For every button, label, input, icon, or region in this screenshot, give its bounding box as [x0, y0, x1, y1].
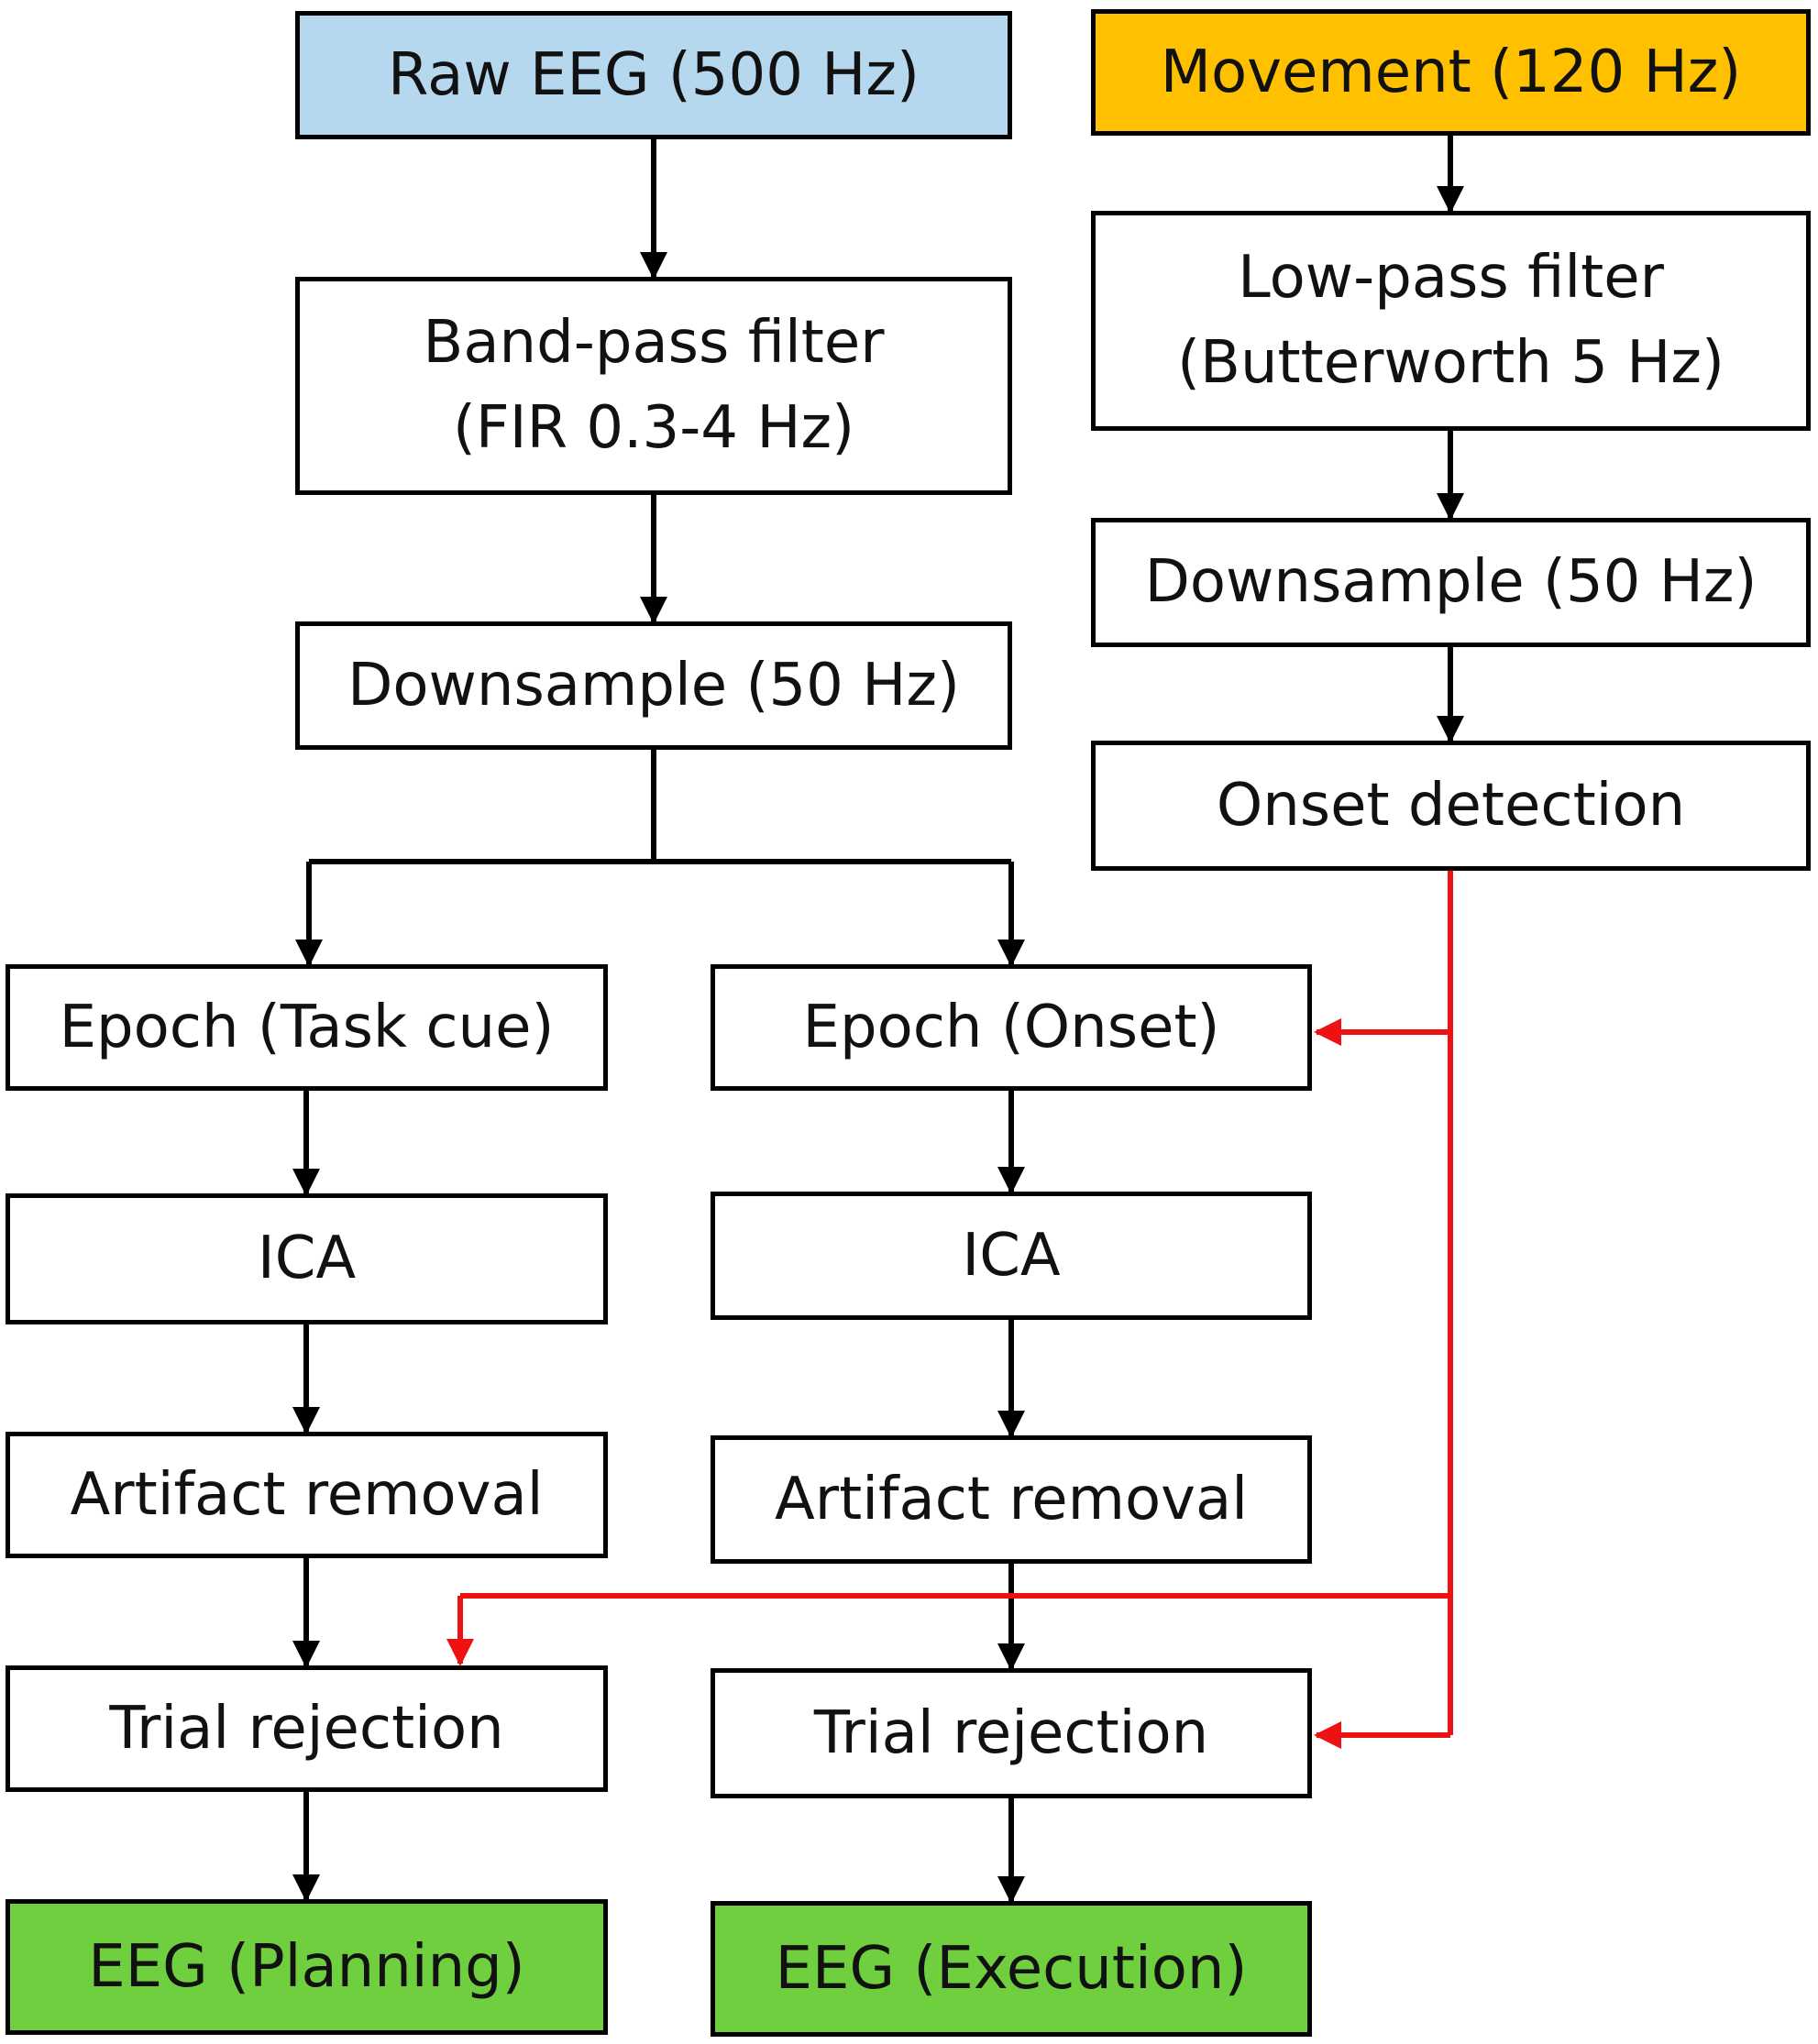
movement-label: Movement (120 Hz)	[1160, 38, 1742, 106]
eeg-downsample-label: Downsample (50 Hz)	[347, 651, 960, 720]
eeg-execution-label: EEG (Execution)	[775, 1934, 1248, 2003]
movement-downsample-label: Downsample (50 Hz)	[1144, 548, 1757, 617]
raw-eeg-label: Raw EEG (500 Hz)	[388, 40, 920, 109]
eeg-planning-box: EEG (Planning)	[6, 1899, 608, 2035]
trial-rejection-left-label: Trial rejection	[109, 1694, 504, 1763]
eeg-execution-box: EEG (Execution)	[711, 1901, 1312, 2037]
movement-downsample-box: Downsample (50 Hz)	[1091, 518, 1811, 647]
bandpass-filter-box: Band-pass filter (FIR 0.3-4 Hz)	[295, 277, 1012, 495]
trial-rejection-left-box: Trial rejection	[6, 1665, 608, 1792]
ica-right-label: ICA	[962, 1221, 1061, 1290]
epoch-task-cue-label: Epoch (Task cue)	[59, 993, 555, 1061]
raw-eeg-box: Raw EEG (500 Hz)	[295, 11, 1012, 139]
artifact-removal-left-box: Artifact removal	[6, 1432, 608, 1558]
movement-box: Movement (120 Hz)	[1091, 9, 1811, 136]
onset-detection-label: Onset detection	[1216, 771, 1686, 840]
lowpass-filter-label: Low-pass filter (Butterworth 5 Hz)	[1177, 244, 1724, 397]
eeg-downsample-box: Downsample (50 Hz)	[295, 621, 1012, 750]
eeg-planning-label: EEG (Planning)	[88, 1932, 525, 2001]
trial-rejection-right-box: Trial rejection	[711, 1668, 1312, 1798]
trial-rejection-right-label: Trial rejection	[813, 1698, 1209, 1767]
bandpass-filter-label: Band-pass filter (FIR 0.3-4 Hz)	[423, 309, 885, 462]
artifact-removal-right-label: Artifact removal	[775, 1465, 1248, 1533]
ica-right-box: ICA	[711, 1192, 1312, 1320]
lowpass-filter-box: Low-pass filter (Butterworth 5 Hz)	[1091, 211, 1811, 431]
epoch-task-cue-box: Epoch (Task cue)	[6, 964, 608, 1091]
onset-detection-box: Onset detection	[1091, 741, 1811, 871]
artifact-removal-right-box: Artifact removal	[711, 1435, 1312, 1564]
ica-left-box: ICA	[6, 1193, 608, 1324]
epoch-onset-label: Epoch (Onset)	[802, 993, 1220, 1061]
artifact-removal-left-label: Artifact removal	[70, 1460, 544, 1529]
epoch-onset-box: Epoch (Onset)	[711, 964, 1312, 1091]
ica-left-label: ICA	[257, 1225, 357, 1293]
